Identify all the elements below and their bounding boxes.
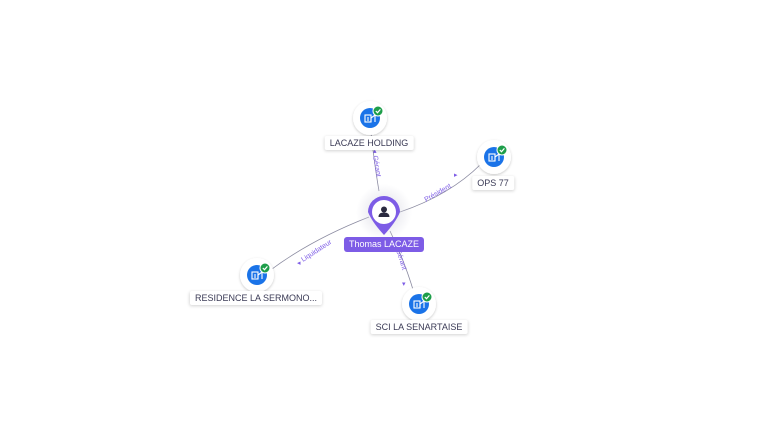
building-icon xyxy=(413,299,425,309)
edge-arrow-icon: ▴ xyxy=(373,148,377,155)
building-icon xyxy=(364,113,376,123)
edge-label-ops77: Président xyxy=(424,183,453,204)
person-name-label[interactable]: Thomas LACAZE xyxy=(343,237,425,252)
edge-label-lacaze-holding: Gérant xyxy=(371,155,382,177)
company-node-ops77[interactable] xyxy=(477,140,511,174)
company-label-residence[interactable]: RESIDENCE LA SERMONO... xyxy=(189,291,323,305)
check-icon xyxy=(424,295,430,300)
check-icon xyxy=(262,266,268,271)
edge-arrow-icon: ▸ xyxy=(454,172,458,179)
company-node-lacaze-holding[interactable] xyxy=(353,101,387,135)
building-icon xyxy=(251,270,263,280)
company-label-lacaze-holding[interactable]: LACAZE HOLDING xyxy=(324,136,414,150)
person-icon xyxy=(378,206,390,217)
edge-residence xyxy=(267,216,370,273)
check-icon xyxy=(499,148,505,153)
check-icon xyxy=(375,109,381,114)
edge-arrow-icon: ◂ xyxy=(297,260,301,267)
building-icon xyxy=(488,152,500,162)
company-node-sci[interactable] xyxy=(402,287,436,321)
company-label-sci[interactable]: SCI LA SENARTAISE xyxy=(370,320,468,334)
person-node[interactable] xyxy=(356,184,412,240)
company-node-residence[interactable] xyxy=(240,258,274,292)
company-label-ops77[interactable]: OPS 77 xyxy=(472,176,514,190)
edge-label-residence: Liquidateur xyxy=(300,239,333,264)
edge-arrow-icon: ▾ xyxy=(402,281,406,288)
